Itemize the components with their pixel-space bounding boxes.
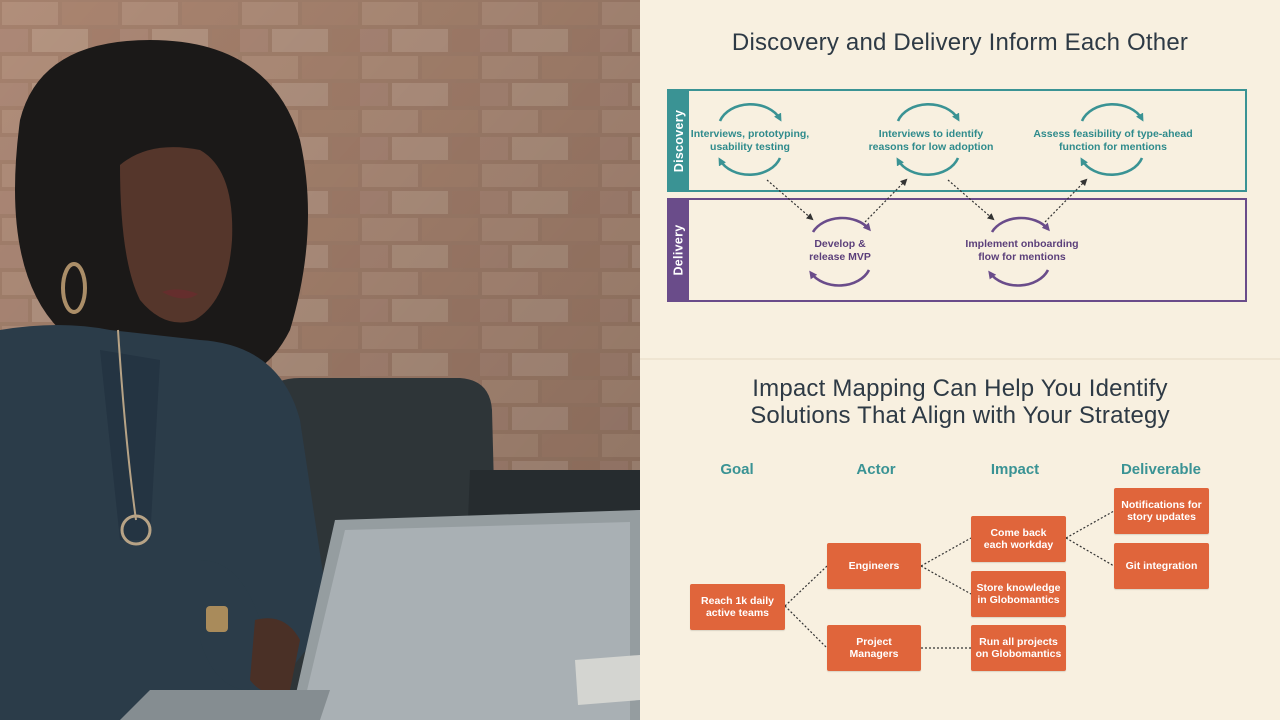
discovery-loop-3-line1: Assess feasibility of type-ahead <box>1033 128 1193 140</box>
impact-node-3-line1: Run all projects <box>979 636 1058 648</box>
impact-node-run-projects: Run all projects on Globomantics <box>971 625 1066 671</box>
delivery-loop-2 <box>988 216 1050 287</box>
actor-node-engineers: Engineers <box>827 543 921 589</box>
deliverable-node-1-line2: story updates <box>1127 511 1196 523</box>
deliverable-node-notifications: Notifications for story updates <box>1114 488 1209 534</box>
dual-track-title: Discovery and Delivery Inform Each Other <box>731 29 1189 56</box>
deliverable-node-2-label: Git integration <box>1125 560 1198 572</box>
goal-node-line1: Reach 1k daily <box>701 595 774 607</box>
impact-map-title: Impact Mapping Can Help You Identify Sol… <box>640 375 1280 429</box>
delivery-lane: Delivery <box>667 198 1247 302</box>
impact-node-1-line2: each workday <box>983 539 1054 551</box>
discovery-loop-3-line2: function for mentions <box>1059 141 1167 153</box>
actor-node-engineers-label: Engineers <box>848 560 900 572</box>
impact-map-title-line1: Impact Mapping Can Help You Identify <box>752 375 1168 402</box>
delivery-loop-1-label: Develop & release MVP <box>790 238 890 264</box>
track-flow-arrows <box>766 178 1088 223</box>
column-deliverable: Deliverable <box>1120 461 1202 478</box>
impact-node-come-back: Come back each workday <box>971 516 1066 562</box>
delivery-loop-2-line2: flow for mentions <box>978 251 1066 263</box>
discovery-loop-2-label: Interviews to identify reasons for low a… <box>858 128 1004 154</box>
discovery-loop-2 <box>896 102 960 177</box>
impact-map-title-line2: Solutions That Align with Your Strategy <box>750 402 1170 429</box>
discovery-lane-tab: Discovery <box>669 91 689 190</box>
photo-woman-laptop <box>0 0 640 720</box>
impact-node-store-knowledge: Store knowledge in Globomantics <box>971 571 1066 617</box>
delivery-loop-2-label: Implement onboarding flow for mentions <box>952 238 1092 264</box>
impact-map-connectors <box>784 510 1115 649</box>
deliverable-node-git: Git integration <box>1114 543 1209 589</box>
column-goal: Goal <box>720 461 754 478</box>
stock-photo <box>0 0 640 720</box>
impact-node-3-line2: on Globomantics <box>975 648 1062 660</box>
section-divider <box>640 358 1280 360</box>
actor-node-pm-line2: Managers <box>849 648 899 660</box>
discovery-lane: Discovery <box>667 89 1247 192</box>
delivery-loop-1-line1: Develop & <box>814 238 866 250</box>
discovery-loop-3 <box>1080 102 1144 177</box>
deliverable-node-1-line1: Notifications for <box>1121 499 1202 511</box>
discovery-loop-1-line1: Interviews, prototyping, <box>690 128 810 140</box>
goal-node-line2: active teams <box>705 607 770 619</box>
discovery-loop-2-line1: Interviews to identify <box>878 128 984 140</box>
actor-node-project-managers: Project Managers <box>827 625 921 671</box>
goal-node: Reach 1k daily active teams <box>690 584 785 630</box>
actor-node-pm-line1: Project <box>856 636 892 648</box>
discovery-loop-2-line2: reasons for low adoption <box>868 141 994 153</box>
column-impact: Impact <box>990 461 1040 478</box>
impact-node-2-line1: Store knowledge <box>976 582 1061 594</box>
discovery-loop-1 <box>718 102 782 177</box>
discovery-loop-1-line2: usability testing <box>710 141 790 153</box>
delivery-lane-tab: Delivery <box>669 200 689 300</box>
discovery-loop-3-label: Assess feasibility of type-ahead functio… <box>1028 128 1198 154</box>
column-actor: Actor <box>856 461 896 478</box>
impact-node-2-line2: in Globomantics <box>977 594 1060 606</box>
delivery-loop-1 <box>809 216 871 287</box>
delivery-loop-1-line2: release MVP <box>809 251 871 263</box>
impact-node-1-line1: Come back <box>990 527 1047 539</box>
delivery-loop-2-line1: Implement onboarding <box>965 238 1079 250</box>
discovery-loop-1-label: Interviews, prototyping, usability testi… <box>680 128 820 154</box>
